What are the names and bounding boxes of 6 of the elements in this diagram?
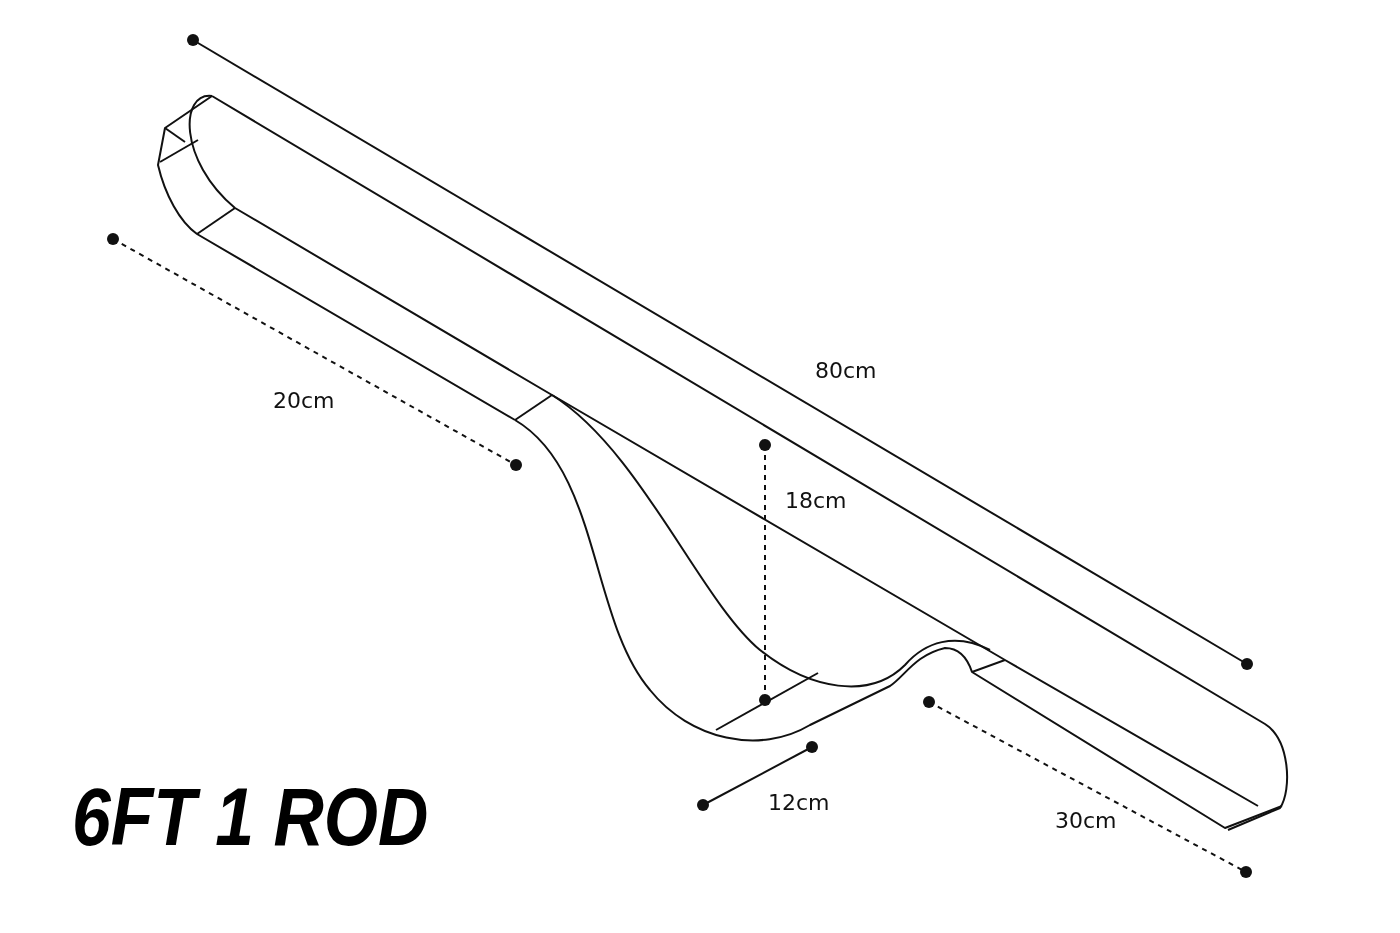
dimension-label: 12cm [768, 790, 830, 816]
dimension-label: 80cm [815, 358, 877, 384]
dimension-label: 20cm [273, 388, 335, 414]
title: 6FT 1 ROD [72, 772, 429, 862]
dimension-label: 18cm [785, 488, 847, 514]
dimension-label: 30cm [1055, 808, 1117, 834]
